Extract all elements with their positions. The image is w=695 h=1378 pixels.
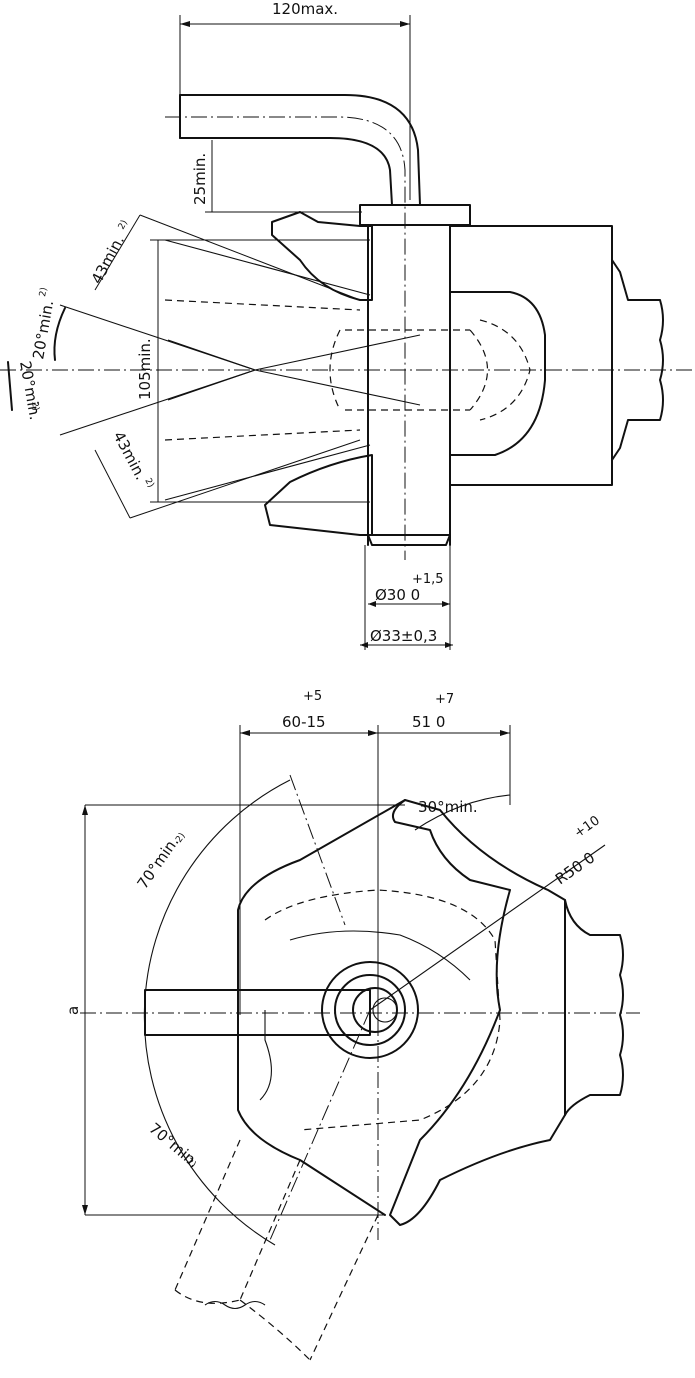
handle-centerline: [165, 116, 406, 560]
jaw-upper-lip: [271, 211, 373, 301]
angle-arc-30: [414, 794, 511, 831]
swing-arc: [143, 779, 291, 1246]
dimension-line: [94, 214, 141, 291]
handle-outer: [179, 94, 421, 206]
angle-70min-upper: 70°min.: [134, 833, 183, 892]
angle-20min-lower: 20°min.: [16, 360, 44, 422]
pin-outer-circle: [321, 961, 419, 1059]
dimension-line: [94, 449, 131, 519]
top-view: 120max. 25min. 105min.: [0, 0, 695, 650]
handle-inner: [179, 137, 393, 206]
ghost-break: [204, 1300, 266, 1310]
tol-bore: +1,5: [412, 572, 444, 587]
svg-text:2): 2): [38, 287, 49, 298]
dim-radius: R50 0: [552, 848, 598, 888]
dim-120max: 120max.: [272, 0, 338, 18]
svg-text:2): 2): [117, 219, 130, 232]
svg-text:2): 2): [142, 477, 155, 490]
break-line: [611, 259, 664, 461]
angle-30min: 30°min.: [418, 798, 478, 816]
angle-arc-lower: [7, 361, 13, 411]
pin-inner-circle: [334, 974, 406, 1046]
dim-25min: 25min.: [191, 153, 209, 205]
coupling-jaw-hatched: [389, 799, 566, 1226]
dim-pin: Ø33±0,3: [370, 627, 437, 645]
angle-centerline: [289, 774, 346, 926]
angle-20min-upper: 20°min.: [29, 299, 57, 361]
pin-head: [359, 204, 471, 226]
dim-43min-upper: 43min.: [88, 232, 128, 287]
drawbar-ghost: [174, 1139, 379, 1361]
eye-outline: [164, 299, 531, 441]
pin-center-circle: [352, 987, 398, 1033]
angle-arc-upper: [53, 307, 66, 361]
dim-bore: Ø30 0: [375, 586, 420, 604]
jaw-lower-lip: [264, 454, 373, 536]
label-a: a: [64, 1006, 82, 1015]
dim-43min-lower: 43min.: [109, 428, 149, 483]
jaw-contour: [237, 799, 406, 1216]
eye-dashed: [264, 889, 501, 1131]
radius-leader: [369, 844, 606, 1011]
angle-centerline-lower: [269, 1009, 371, 1241]
dim-105min: 105min.: [136, 338, 154, 400]
svg-text:2): 2): [29, 401, 40, 412]
side-view: +5 60-15 +7 51 0 70°min. 2) 70°min. 2): [64, 689, 640, 1361]
pin-end: [367, 534, 451, 546]
dim-right: 51 0: [412, 713, 445, 731]
inner-contour: [259, 1010, 272, 1101]
dim-left: 60-15: [282, 713, 326, 731]
break-line: [564, 899, 624, 1116]
jaw-body: [449, 225, 613, 486]
tol-right: +7: [435, 692, 454, 707]
tol-radius: +10: [572, 813, 603, 841]
guide-curve: [289, 930, 471, 981]
tol-left: +5: [303, 689, 322, 704]
